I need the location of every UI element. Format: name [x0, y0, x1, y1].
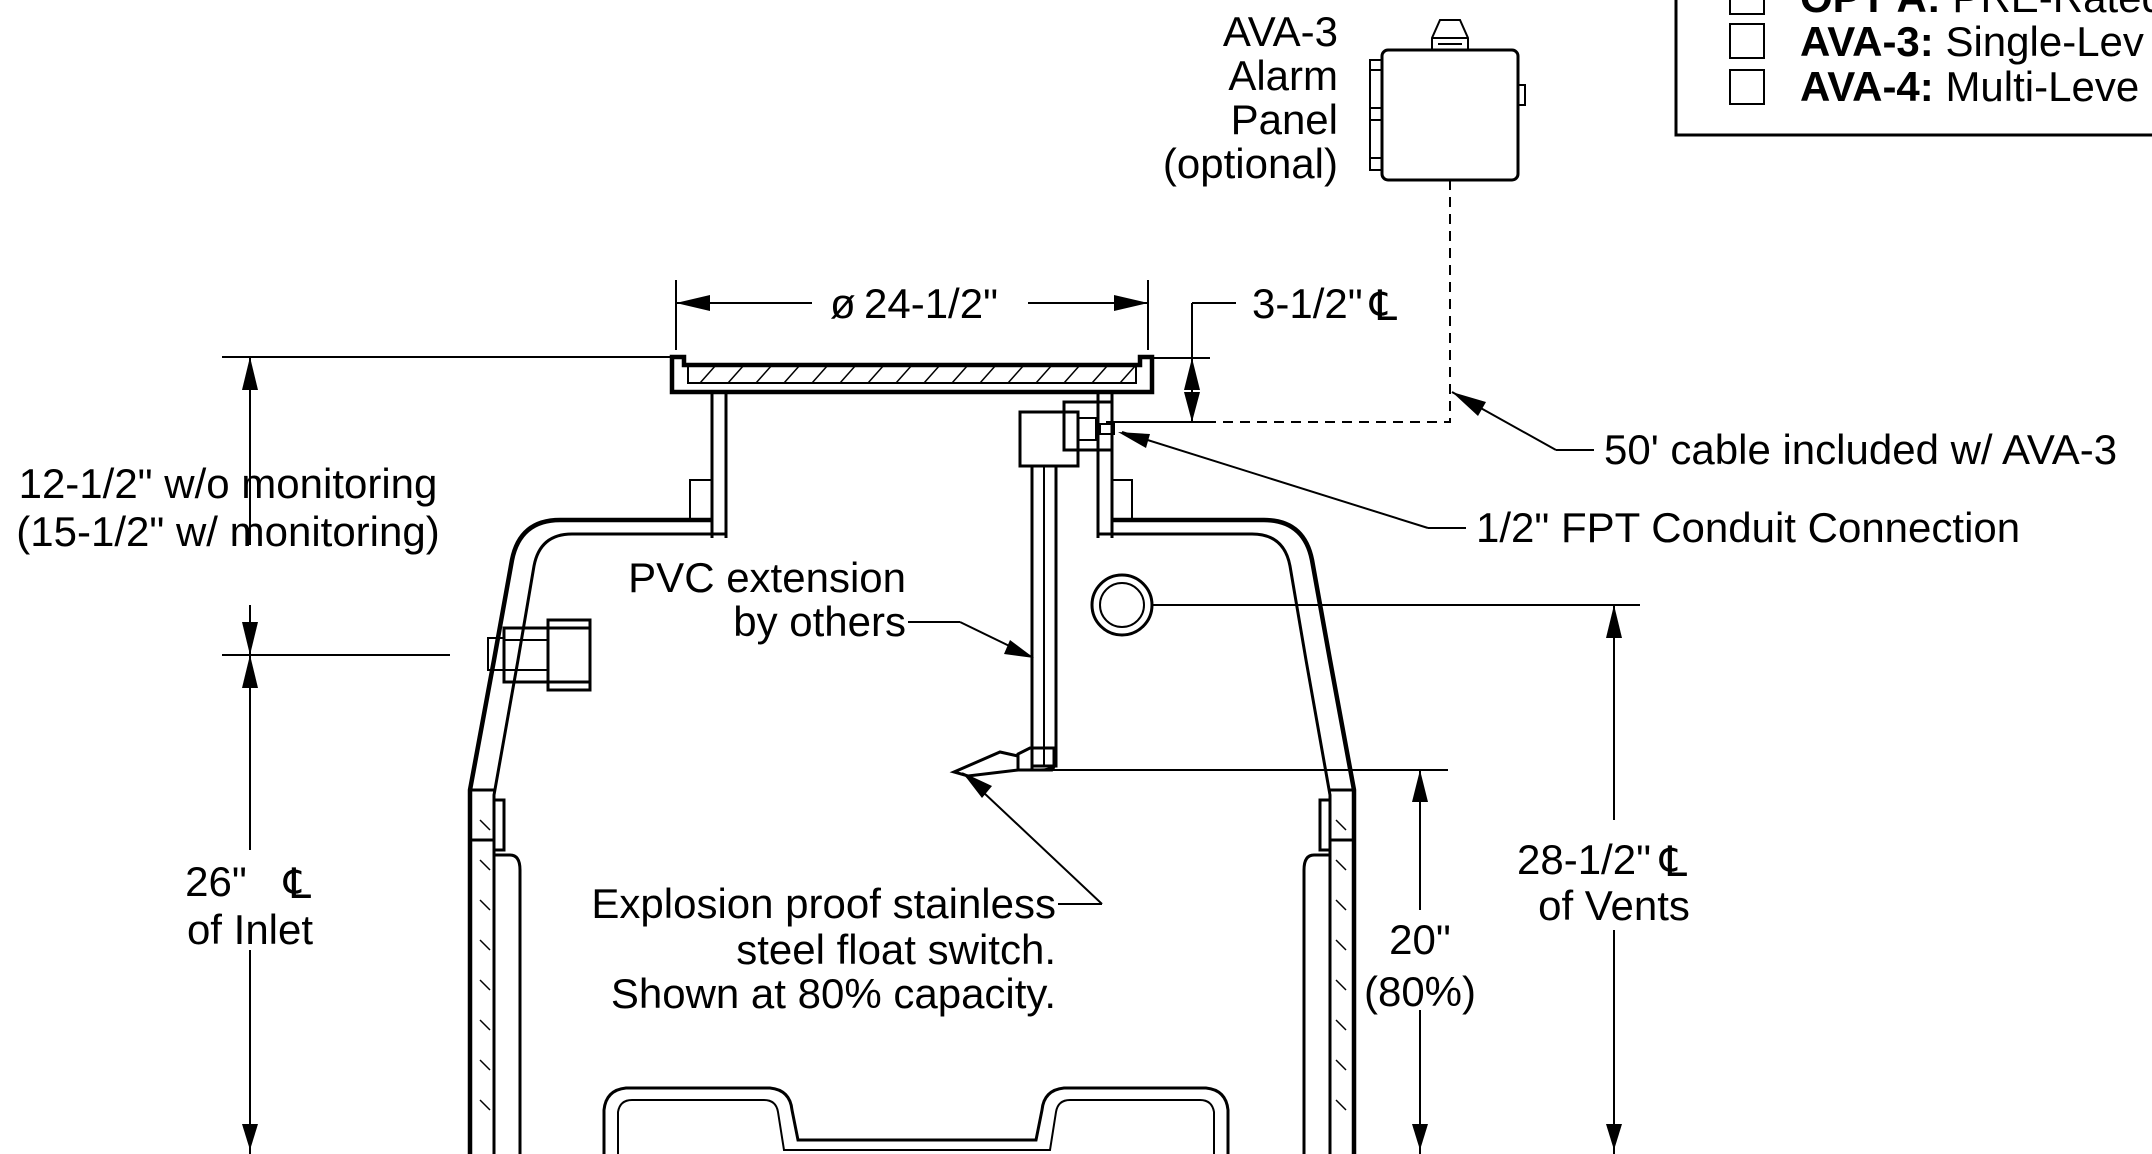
inlet-height-label: of Inlet [187, 906, 313, 953]
diameter-dimension: ø 24-1/2" [675, 280, 1149, 350]
legend-item-bold: AVA-3: [1800, 18, 1934, 65]
top-offset-dimension: 3-1/2" ℄ [1106, 280, 1397, 423]
legend-item-bold: AVA-4: [1800, 63, 1934, 110]
inlet-height-value: 26" [185, 858, 247, 905]
svg-text:AVA-3: Single-Lev: AVA-3: Single-Lev [1800, 18, 2144, 65]
monitoring-height-dimension: 12-1/2" w/o monitoring (15-1/2" w/ monit… [16, 356, 676, 656]
cable-label: 50' cable included w/ AVA-3 [1604, 426, 2117, 473]
pvc-line-2: by others [733, 598, 906, 645]
monitoring-height-line-1: 12-1/2" w/o monitoring [19, 460, 438, 507]
diameter-symbol: ø [830, 280, 856, 327]
alarm-panel-line-2: Alarm [1228, 52, 1338, 99]
float-switch-assembly [949, 400, 1448, 778]
float-line-3: Shown at 80% capacity. [611, 970, 1056, 1017]
legend-item-label: Multi-Leve [1934, 63, 2139, 110]
alarm-panel-line-3: Panel [1231, 96, 1338, 143]
legend-item-ava-4[interactable]: AVA-4: Multi-Leve [1729, 63, 2139, 110]
tank-body [467, 354, 1640, 1154]
legend-item-label: Single-Lev [1934, 18, 2144, 65]
checkbox-icon[interactable] [1729, 69, 1765, 105]
capacity-height-dimension: 20" (80%) [1364, 770, 1476, 1154]
svg-text:OPT A: PRE-Rated: OPT A: PRE-Rated [1800, 0, 2152, 21]
float-line-2: steel float switch. [736, 926, 1056, 973]
centerline-icon: ℄ [1659, 838, 1687, 885]
legend-item-ava-3[interactable]: AVA-3: Single-Lev [1729, 18, 2144, 65]
float-switch-label: Explosion proof stainless steel float sw… [591, 772, 1103, 1017]
alarm-panel-line-1: AVA-3 [1223, 8, 1338, 55]
capacity-height-value: 20" [1389, 916, 1451, 963]
alarm-panel-label: AVA-3 Alarm Panel (optional) [1163, 8, 1338, 187]
legend-item-bold: OPT A: [1800, 0, 1941, 21]
checkbox-icon[interactable] [1729, 0, 1765, 15]
diameter-label: 24-1/2" [864, 280, 998, 327]
monitoring-height-line-2: (15-1/2" w/ monitoring) [16, 508, 439, 555]
vents-height-value: 28-1/2" [1517, 836, 1651, 883]
svg-text:AVA-4: Multi-Leve: AVA-4: Multi-Leve [1800, 63, 2139, 110]
alarm-panel-icon [1369, 19, 1526, 182]
alarm-panel-line-4: (optional) [1163, 140, 1338, 187]
conduit-label: 1/2" FPT Conduit Connection [1476, 504, 2020, 551]
checkbox-icon[interactable] [1729, 23, 1765, 59]
vents-height-dimension: 28-1/2" ℄ of Vents [1517, 605, 1690, 1154]
cable-line [1142, 180, 1451, 423]
float-line-1: Explosion proof stainless [591, 880, 1056, 927]
centerline-icon: ℄ [1369, 282, 1397, 329]
pvc-extension-label: PVC extension by others [628, 554, 1034, 658]
capacity-height-label: (80%) [1364, 968, 1476, 1015]
conduit-leader: 1/2" FPT Conduit Connection [1118, 431, 2020, 551]
centerline-icon: ℄ [283, 860, 311, 907]
top-offset-label: 3-1/2" [1252, 280, 1363, 327]
cable-leader: 50' cable included w/ AVA-3 [1451, 391, 2117, 473]
legend-box: OPT A: PRE-Rated AVA-3: Single-Lev AVA-4… [1674, 0, 2152, 137]
inlet-height-dimension: 26" ℄ of Inlet [185, 655, 313, 1154]
legend-item-opt-a[interactable]: OPT A: PRE-Rated [1729, 0, 2152, 21]
vents-height-label: of Vents [1538, 882, 1690, 929]
inlet-fitting-icon [487, 618, 592, 692]
legend-item-label: PRE-Rated [1941, 0, 2152, 21]
pvc-line-1: PVC extension [628, 554, 906, 601]
